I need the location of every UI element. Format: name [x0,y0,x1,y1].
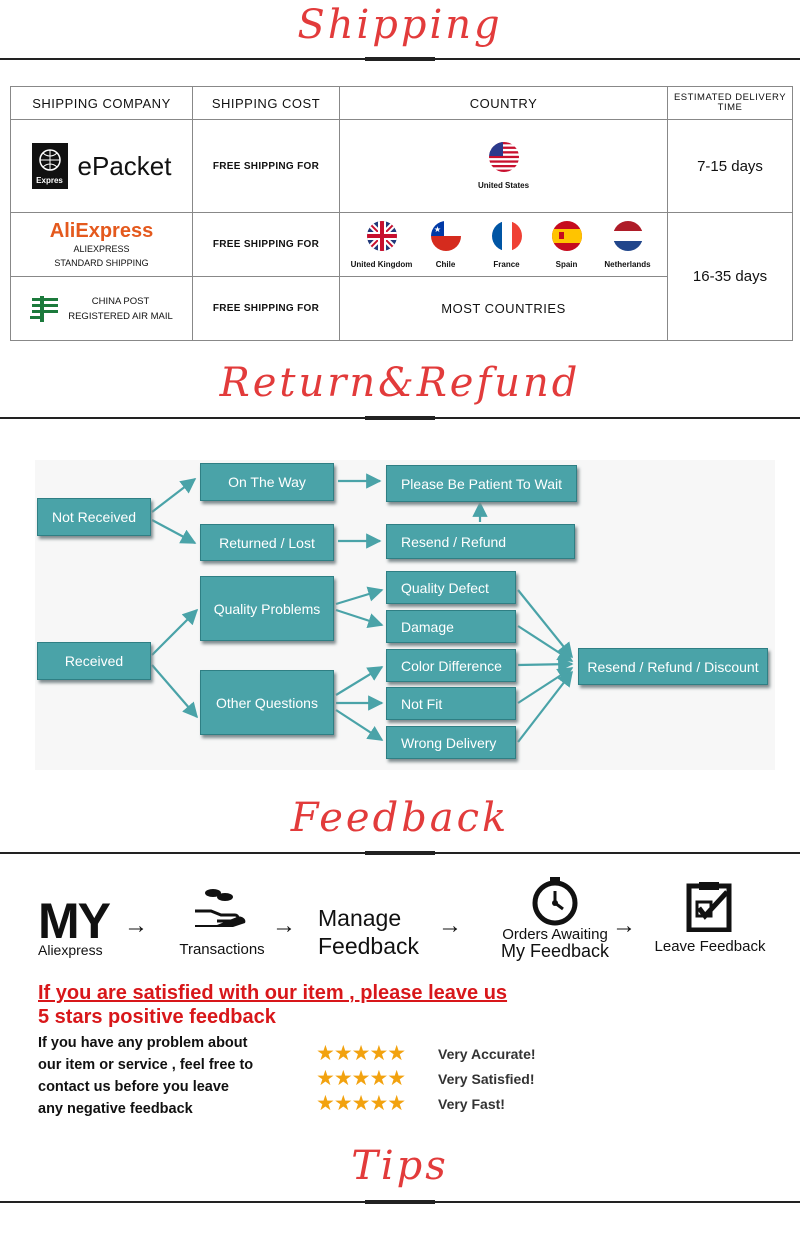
epacket-label: ePacket [77,150,172,181]
step-my-aliexpress: MY Aliexpress [38,896,118,958]
my-label: MY [38,893,111,949]
arrow-right-icon: → [612,912,636,939]
my-feedback-label: My Feedback [500,941,610,961]
arrow-right-icon: → [438,912,462,939]
flow-resend-refund: Resend / Refund [386,524,575,559]
netherlands-flag-icon [612,220,643,251]
transactions-label: Transactions [179,941,265,958]
feedback-headline-2: 5 stars positive feedback [38,1006,276,1028]
rating-label: Very Accurate! [438,1046,536,1062]
step-leave-feedback: Leave Feedback [648,880,772,955]
uk-flag-icon [366,220,397,251]
rating-label: Very Fast! [438,1096,505,1112]
flow-other-questions: Other Questions [200,670,334,735]
delivery-cell: 7-15 days [667,119,793,213]
section-title-tips: Tips [351,1143,449,1189]
flow-not-fit: Not Fit [386,687,516,720]
arrow-right-icon: → [124,912,148,939]
divider-notch [365,416,435,420]
country-label: Netherlands [604,259,651,269]
shipping-table: SHIPPING COMPANY SHIPPING COST COUNTRY E… [10,86,793,341]
flow-returned-lost: Returned / Lost [200,524,334,561]
flow-damage: Damage [386,610,516,643]
header-delivery: ESTIMATED DELIVERY TIME [667,86,793,120]
para-line: If you have any problem about [38,1035,248,1051]
flow-quality-defect: Quality Defect [386,571,516,604]
para-line: our item or service , feel free to [38,1057,254,1073]
company-cell-chinapost: CHINA POST REGISTERED AIR MAIL [10,276,193,341]
leave-feedback-label: Leave Feedback [654,938,766,955]
feedback-headline-1: If you are satisfied with our item , ple… [38,982,508,1004]
clipboard-check-icon [686,882,732,932]
arrow-right-icon: → [272,912,296,939]
country-label: United States [477,181,530,190]
divider-notch [365,851,435,855]
spain-flag-icon [551,220,582,251]
section-title-refund: Return&Refund [219,360,581,406]
country-label: Spain [555,259,578,269]
country-cell: MOST COUNTRIES [339,276,668,341]
flow-on-the-way: On The Way [200,463,334,501]
rating-label: Very Satisfied! [438,1071,535,1087]
china-post-logo-icon [30,295,59,322]
country-cell: United States [339,119,668,213]
star-rating-icon: ★★★★★ [316,1092,406,1115]
flow-color-difference: Color Difference [386,649,516,682]
flow-received: Received [37,642,151,680]
para-line: any negative feedback [38,1101,193,1117]
company-line2: REGISTERED AIR MAIL [68,310,173,322]
orders-label: Orders Awaiting [502,926,608,943]
aliexpress-logo: AliExpress [49,220,154,242]
company-line2: STANDARD SHIPPING [54,258,149,268]
delivery-cell: 16-35 days [667,212,793,341]
svg-text:★: ★ [433,225,440,234]
table-row: CHINA POST REGISTERED AIR MAIL FREE SHIP… [10,276,793,341]
france-flag-icon [491,220,522,251]
flow-resend-refund-discount: Resend / Refund / Discount [578,648,768,685]
aliexpress-label: Aliexpress [38,942,103,958]
para-line: contact us before you leave [38,1079,229,1095]
step-orders-awaiting: Orders Awaiting My Feedback [495,877,615,960]
flow-wrong-delivery: Wrong Delivery [386,726,516,759]
flow-quality-problems: Quality Problems [200,576,334,641]
flow-not-received: Not Received [37,498,151,536]
table-header-row: SHIPPING COMPANY SHIPPING COST COUNTRY E… [10,86,793,120]
flow-please-wait: Please Be Patient To Wait [386,465,577,502]
country-label: Chile [435,259,456,269]
company-cell-aliexpress: AliExpress ALIEXPRESS STANDARD SHIPPING [10,212,193,277]
clock-icon [532,877,578,926]
manage-label: Manage [318,905,402,931]
company-line1: CHINA POST [91,295,150,307]
step-manage-feedback: Manage Feedback [318,904,428,960]
cost-cell: FREE SHIPPING FOR [192,276,340,341]
cost-cell: FREE SHIPPING FOR [192,212,340,277]
us-flag-icon [488,142,519,172]
step-transactions: Transactions [170,885,274,958]
country-label: United Kingdom [350,259,413,269]
company-cell-epacket: Expres ePacket [10,119,193,213]
divider-notch [365,57,435,61]
star-rating-icon: ★★★★★ [316,1067,406,1090]
section-title-shipping: Shipping [297,2,503,48]
section-title-feedback: Feedback [290,795,510,841]
feedback-label: Feedback [318,933,420,959]
header-cost: SHIPPING COST [192,86,340,120]
epacket-logo-icon: Expres [31,143,68,189]
divider-notch [365,1200,435,1204]
country-label: France [493,259,520,269]
star-rating-icon: ★★★★★ [316,1042,406,1065]
table-row: Expres ePacket FREE SHIPPING FOR United … [10,119,793,213]
feedback-paragraph: If you have any problem about our item o… [38,1032,308,1120]
money-hand-icon [195,889,246,927]
company-line1: ALIEXPRESS [73,244,130,254]
